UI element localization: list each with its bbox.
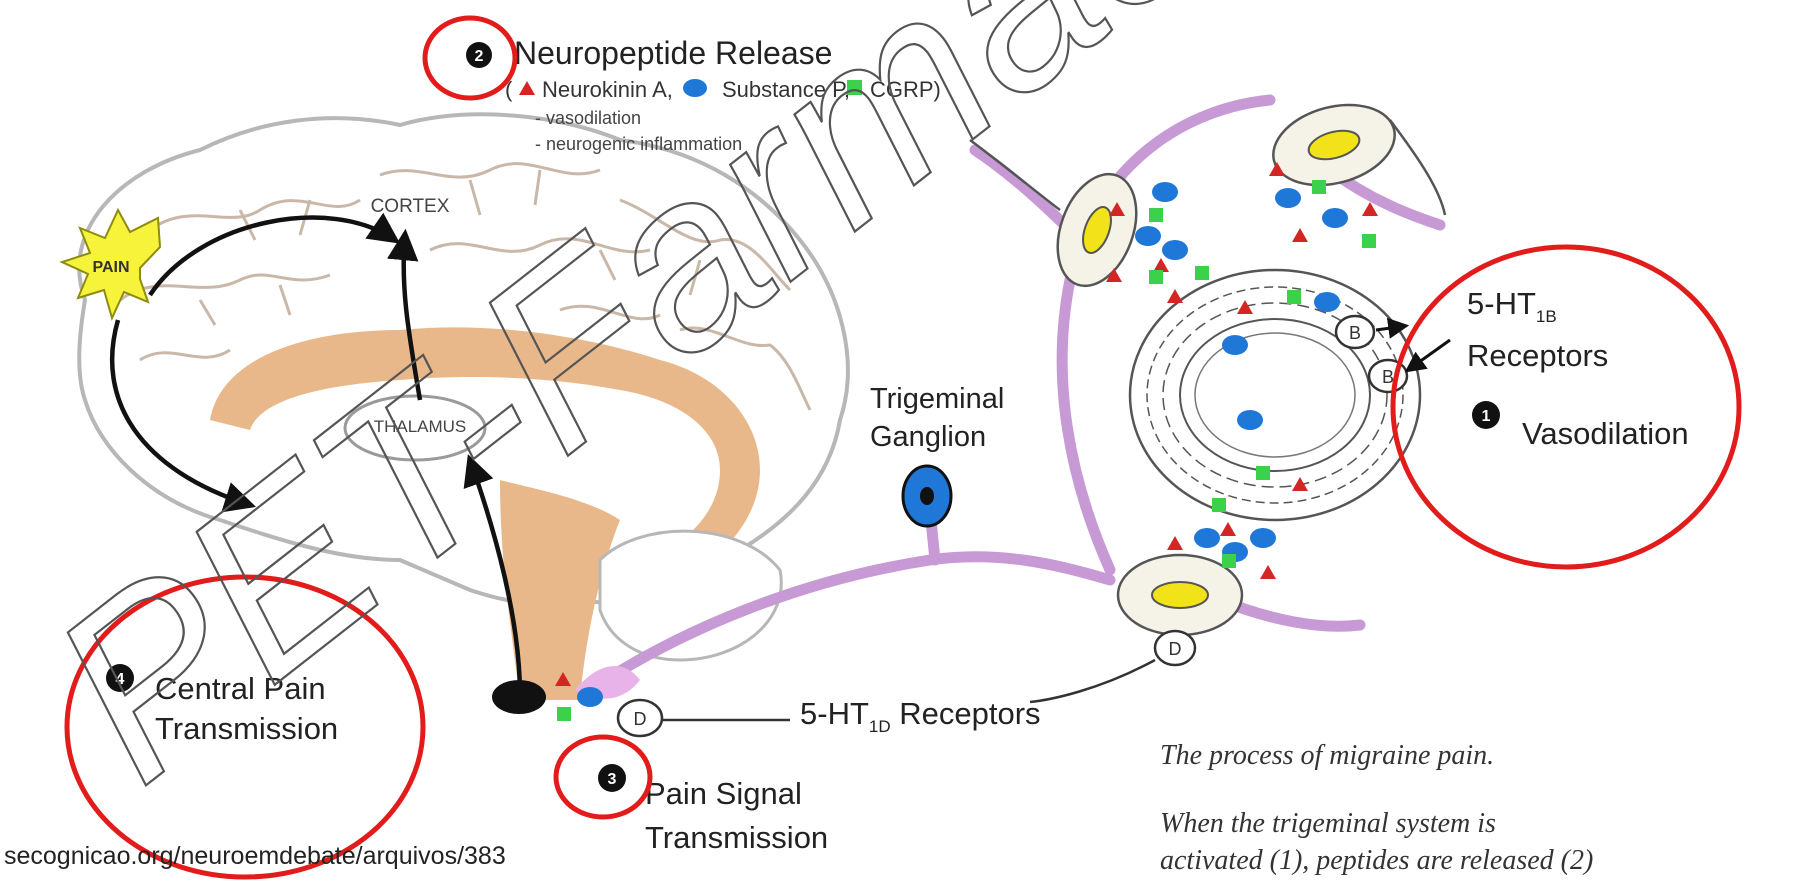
caption-title: The process of migraine pain. [1160, 740, 1494, 772]
svg-text:B: B [1349, 323, 1361, 343]
step-3-label-2: Transmission [645, 820, 828, 855]
step-3-label-1: Pain Signal [645, 776, 802, 811]
svg-text:D: D [1169, 639, 1182, 659]
receptor-1b-a: B [1336, 316, 1374, 348]
neurokinin-legend-icon [519, 81, 535, 95]
thalamus-nucleus [492, 680, 546, 714]
neuron-top [1264, 92, 1403, 198]
receptors-1d-label: 5-HT1D Receptors [800, 696, 1041, 736]
cerebellum [600, 531, 781, 660]
trigeminal-label-1: Trigeminal [870, 383, 1004, 415]
neuron-left [1043, 163, 1150, 297]
receptor-1d-leader-2 [1030, 660, 1155, 702]
neurokinin-legend-label: Neurokinin A, [542, 77, 673, 102]
caption-line-2: activated (1), peptides are released (2) [1160, 845, 1593, 877]
receptor-1d-vessel: D [1155, 631, 1195, 665]
step-1: 1 Vasodilation [1472, 401, 1689, 451]
receptor-1b-pointer-b [1408, 340, 1450, 370]
svg-text:B: B [1382, 367, 1394, 387]
svg-text:1: 1 [1482, 408, 1491, 425]
receptors-1b-label: 5-HT1B [1467, 286, 1557, 326]
trigeminal-ganglion [903, 466, 951, 526]
svg-text:D: D [634, 709, 647, 729]
step-1-label: Vasodilation [1522, 416, 1689, 451]
pain-label: PAIN [92, 259, 129, 276]
caption-line-1: When the trigeminal system is [1160, 808, 1496, 840]
highlight-step-1 [1393, 247, 1739, 567]
receptor-1d-brainstem: D [618, 700, 662, 736]
cortex-label: CORTEX [371, 196, 450, 217]
svg-text:2: 2 [475, 48, 484, 65]
receptors-1b-label-2: Receptors [1467, 338, 1608, 373]
effect-vasodilation: - vasodilation [535, 108, 641, 128]
source-url: secognicao.org/neuroemdebate/arquivos/38… [4, 842, 506, 871]
svg-text:3: 3 [608, 771, 617, 788]
blood-vessel [1130, 270, 1420, 520]
trigeminal-label-2: Ganglion [870, 421, 986, 453]
